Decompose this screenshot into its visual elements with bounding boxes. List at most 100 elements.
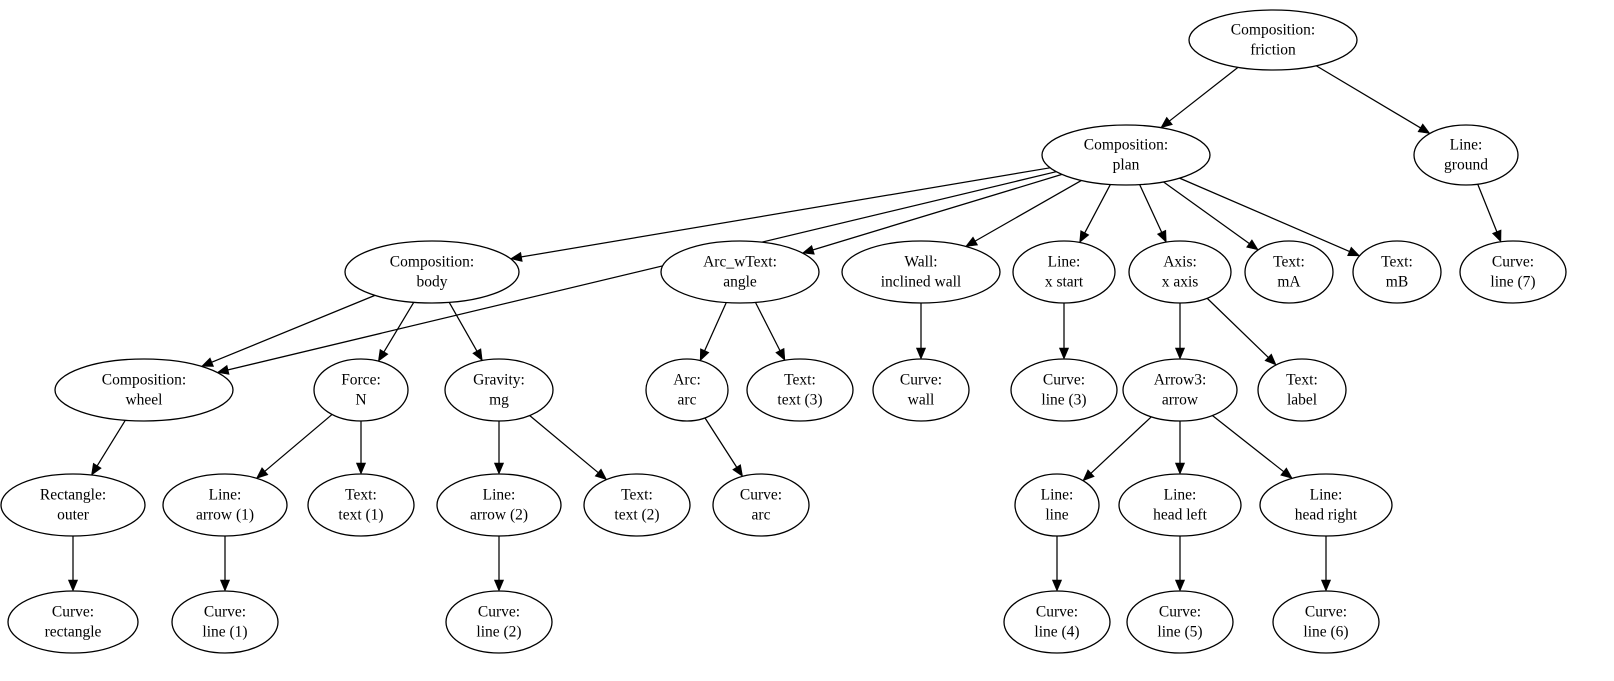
graph-node-x_axis[interactable]: Axis:x axis bbox=[1128, 240, 1232, 304]
graph-node-head_left[interactable]: Line:head left bbox=[1118, 473, 1242, 537]
graph-edge bbox=[1169, 66, 1239, 122]
arrowhead-icon bbox=[91, 462, 102, 476]
node-label-type: Line: bbox=[1048, 254, 1081, 271]
graph-edge bbox=[704, 417, 738, 468]
graph-node-line7[interactable]: Curve:line (7) bbox=[1459, 240, 1567, 304]
arrowhead-icon bbox=[732, 464, 744, 478]
graph-node-plan[interactable]: Composition:plan bbox=[1041, 124, 1211, 186]
graph-node-arc[interactable]: Arc: arc bbox=[645, 358, 729, 422]
node-label-name: text (1) bbox=[338, 507, 383, 524]
arrowhead-icon bbox=[1320, 579, 1332, 592]
arrowhead-icon bbox=[493, 579, 505, 592]
node-label-name: x axis bbox=[1162, 274, 1199, 291]
node-label-type: Line: bbox=[1310, 487, 1343, 504]
node-label-name: mA bbox=[1277, 274, 1301, 291]
node-ellipse-icon bbox=[54, 358, 234, 422]
node-ellipse-icon bbox=[1259, 473, 1393, 537]
node-label-name: arrow (1) bbox=[196, 507, 254, 524]
node-label-type: Curve: bbox=[1305, 604, 1347, 621]
node-ellipse-icon bbox=[660, 240, 820, 304]
node-ellipse-icon bbox=[1014, 473, 1100, 537]
node-ellipse-icon bbox=[872, 358, 970, 422]
node-label-type: Text: bbox=[784, 372, 816, 389]
graph-node-line_arrow1[interactable]: Line:arrow (1) bbox=[162, 473, 288, 537]
graph-node-line4[interactable]: Curve:line (4) bbox=[1003, 590, 1111, 654]
node-label-type: Curve: bbox=[1492, 254, 1534, 271]
graph-node-line_arrow2[interactable]: Line:arrow (2) bbox=[436, 473, 562, 537]
arrowhead-icon bbox=[594, 468, 608, 481]
graph-node-force_N[interactable]: Force:N bbox=[313, 358, 409, 422]
node-ellipse-icon bbox=[1257, 358, 1347, 422]
arrowhead-icon bbox=[775, 347, 786, 361]
graph-node-friction[interactable]: Composition:friction bbox=[1188, 9, 1358, 71]
graph-node-text2[interactable]: Text:text (2) bbox=[583, 473, 691, 537]
graph-edge bbox=[1179, 177, 1350, 253]
node-label-type: Curve: bbox=[1159, 604, 1201, 621]
node-label-name: line (5) bbox=[1157, 624, 1202, 641]
node-label-type: Gravity: bbox=[473, 372, 525, 389]
graph-node-body[interactable]: Composition:body bbox=[344, 240, 520, 304]
node-label-type: Composition: bbox=[1084, 137, 1168, 154]
arrowhead-icon bbox=[1174, 579, 1186, 592]
graph-node-text1[interactable]: Text:text (1) bbox=[307, 473, 415, 537]
graph-node-rect_outer[interactable]: Rectangle:outer bbox=[0, 473, 146, 537]
arrowhead-icon bbox=[965, 236, 979, 247]
graph-node-curve_rect[interactable]: Curve:rectangle bbox=[7, 590, 139, 654]
graph-node-arrow3[interactable]: Arrow3:arrow bbox=[1122, 358, 1238, 422]
node-ellipse-icon bbox=[7, 590, 139, 654]
node-ellipse-icon bbox=[1459, 240, 1567, 304]
graph-node-ground[interactable]: Line:ground bbox=[1413, 124, 1519, 186]
node-ellipse-icon bbox=[583, 473, 691, 537]
node-ellipse-icon bbox=[1272, 590, 1380, 654]
graph-node-text3[interactable]: Text:text (3) bbox=[746, 358, 854, 422]
graph-edge bbox=[529, 415, 599, 474]
node-ellipse-icon bbox=[307, 473, 415, 537]
graph-node-line_line[interactable]: Line: line bbox=[1014, 473, 1100, 537]
node-label-name: mg bbox=[489, 392, 509, 409]
graph-node-line5[interactable]: Curve: line (5) bbox=[1126, 590, 1234, 654]
node-label-type: Text: bbox=[1286, 372, 1318, 389]
graph-node-curve_wall[interactable]: Curve:wall bbox=[872, 358, 970, 422]
graph-node-line3[interactable]: Curve:line (3) bbox=[1010, 358, 1118, 422]
arrowhead-icon bbox=[1156, 229, 1167, 243]
graph-node-curve_arc[interactable]: Curve:arc bbox=[712, 473, 810, 537]
node-label-name: label bbox=[1287, 392, 1317, 409]
graph-node-text_label[interactable]: Text: label bbox=[1257, 358, 1347, 422]
graph-edge bbox=[1084, 184, 1111, 234]
graph-edge bbox=[812, 173, 1063, 251]
node-label-type: Arc: bbox=[673, 372, 701, 389]
node-label-name: arc bbox=[752, 507, 771, 524]
graph-edge bbox=[227, 171, 1057, 371]
edges-layer bbox=[67, 65, 1502, 592]
node-label-name: line (6) bbox=[1303, 624, 1348, 641]
node-ellipse-icon bbox=[436, 473, 562, 537]
graph-edge bbox=[521, 167, 1051, 258]
node-label-name: line (4) bbox=[1034, 624, 1079, 641]
graph-node-mB[interactable]: Text:mB bbox=[1352, 240, 1442, 304]
node-label-name: friction bbox=[1250, 42, 1296, 59]
node-label-name: angle bbox=[723, 274, 757, 291]
node-label-name: arc bbox=[678, 392, 697, 409]
graph-node-head_right[interactable]: Line:head right bbox=[1259, 473, 1393, 537]
graph-node-line2[interactable]: Curve:line (2) bbox=[445, 590, 553, 654]
node-label-type: Curve: bbox=[1043, 372, 1085, 389]
graph-node-mA[interactable]: Text:mA bbox=[1244, 240, 1334, 304]
node-label-type: Curve: bbox=[900, 372, 942, 389]
arrowhead-icon bbox=[915, 347, 927, 360]
node-label-type: Curve: bbox=[52, 604, 94, 621]
graph-node-gravity_mg[interactable]: Gravity: mg bbox=[444, 358, 554, 422]
graph-node-wheel[interactable]: Composition:wheel bbox=[54, 358, 234, 422]
graph-node-line1[interactable]: Curve:line (1) bbox=[171, 590, 279, 654]
graph-node-inclined_wall[interactable]: Wall:inclined wall bbox=[841, 240, 1001, 304]
graph-node-angle[interactable]: Arc_wText:angle bbox=[660, 240, 820, 304]
node-ellipse-icon bbox=[0, 473, 146, 537]
arrowhead-icon bbox=[1082, 469, 1095, 482]
graph-edge bbox=[1477, 183, 1498, 232]
graph-node-x_start[interactable]: Line:x start bbox=[1012, 240, 1116, 304]
node-label-name: line bbox=[1045, 507, 1068, 524]
node-label-type: Line: bbox=[1450, 137, 1483, 154]
node-label-type: Line: bbox=[1041, 487, 1074, 504]
node-label-type: Line: bbox=[483, 487, 516, 504]
graph-node-line6[interactable]: Curve: line (6) bbox=[1272, 590, 1380, 654]
